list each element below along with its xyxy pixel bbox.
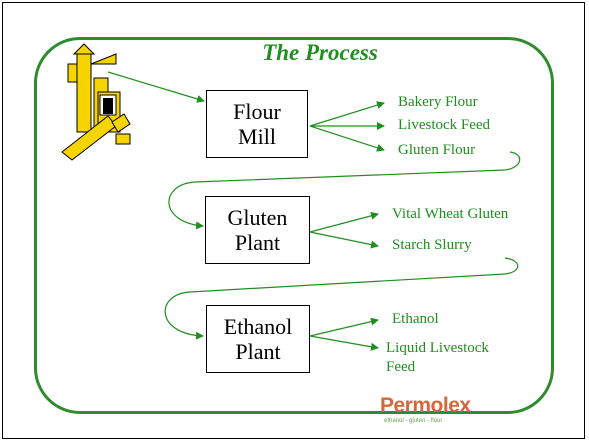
arrow-starch-slurry [309, 231, 379, 249]
logo-text: Permolex [380, 394, 471, 417]
arrow-liquid-livestock-feed [309, 335, 379, 351]
output-vital-wheat-gluten: Vital Wheat Gluten [392, 206, 509, 222]
arrow-slurry-to-ethanol [164, 257, 519, 340]
output-livestock-feed: Livestock Feed [398, 117, 491, 133]
output-ethanol: Ethanol [392, 311, 439, 327]
grain-elevator-icon [61, 43, 131, 161]
stage-box-flour-mill: Flour Mill [206, 90, 308, 158]
arrow-gluten-flour-to-plant [168, 151, 521, 230]
output-gluten-flour: Gluten Flour [398, 142, 476, 158]
diagram-title: The Process [262, 40, 378, 65]
arrow-bakery-flour [309, 101, 385, 127]
output-liquid-livestock-feed: Liquid Livestock Feed [386, 340, 489, 375]
output-starch-slurry: Starch Slurry [392, 237, 472, 253]
process-panel [34, 37, 554, 414]
output-bakery-flour: Bakery Flour [398, 94, 478, 110]
arrow-elevator-to-mill [107, 71, 205, 103]
arrow-ethanol [309, 317, 379, 337]
logo-tagline: ethanol - gluten - flour [384, 418, 443, 424]
arrow-vital-wheat-gluten [309, 211, 379, 233]
stage-box-ethanol-plant: Ethanol Plant [206, 305, 310, 373]
stage-box-gluten-plant: Gluten Plant [205, 196, 310, 264]
slide-frame [2, 2, 585, 439]
arrow-gluten-flour [309, 125, 385, 152]
company-logo: Permolex ethanol - gluten - flour [380, 394, 471, 430]
